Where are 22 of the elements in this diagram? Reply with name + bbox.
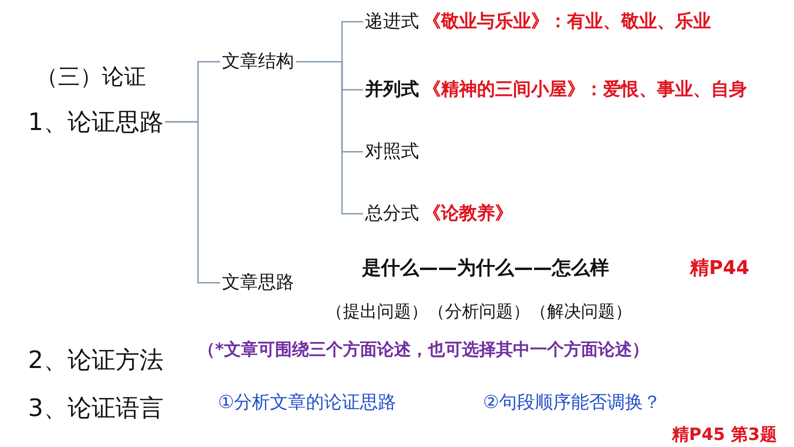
question-text: ①分析文章的论证思路 [218, 392, 396, 414]
bracket-line [296, 61, 363, 215]
step-descriptions: （提出问题）（分析问题）（解决问题） [326, 302, 632, 322]
structure-type: 对照式 [365, 141, 419, 163]
structure-type: 递进式 [365, 11, 419, 32]
section-title: （三）论证 [36, 65, 146, 92]
essay-example: 《论教养》 [423, 203, 513, 224]
section-heading: 2、论证方法 [28, 346, 164, 374]
page-reference: 精P45 第3题 [672, 425, 777, 446]
essay-example: 《敬业与乐业》：有业、敬业、乐业 [423, 11, 711, 32]
structure-type: 并列式 [365, 79, 419, 100]
question-text: ②句段顺序能否调换？ [483, 392, 662, 414]
section-heading: 3、论证语言 [28, 394, 164, 422]
branch-label: 文章结构 [222, 51, 294, 73]
reasoning-sequence: 是什么——为什么——怎么样 [362, 256, 609, 280]
section-heading: 1、论证思路 [28, 108, 164, 136]
structure-type: 总分式 [365, 203, 419, 224]
branch-label: 文章思路 [222, 272, 294, 294]
essay-example: 《精神的三间小屋》：爱恨、事业、自身 [423, 79, 747, 100]
bracket-line [165, 121, 220, 284]
page-reference: 精P44 [690, 256, 750, 280]
note-text: （*文章可围绕三个方面论述，也可选择其中一个方面论述） [198, 340, 649, 360]
